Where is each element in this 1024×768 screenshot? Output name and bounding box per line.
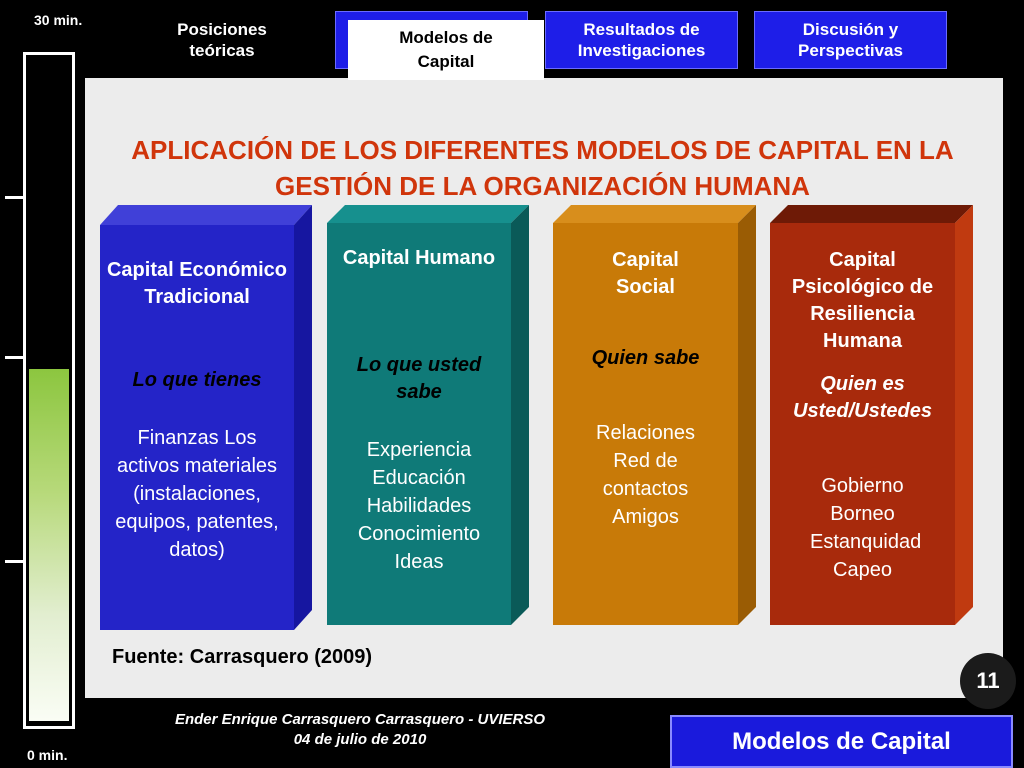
timer-top-label: 30 min. xyxy=(34,12,83,28)
slide-title: APLICACIÓN DE LOS DIFERENTES MODELOS DE … xyxy=(131,135,954,201)
column-motto: Quien sabe xyxy=(591,347,700,369)
timer-tick xyxy=(5,356,25,359)
column-title: Capital Psicológico de Resiliencia Human… xyxy=(791,249,934,352)
tab-discusion-y-perspectivas[interactable]: Discusión y Perspectivas xyxy=(754,11,947,69)
column-capital-social: Capital Social Quien sabe Relaciones Red… xyxy=(553,205,756,625)
tab-resultados-de-investigaciones[interactable]: Resultados de Investigaciones xyxy=(545,11,738,69)
source-citation: Fuente: Carrasquero (2009) xyxy=(112,646,373,668)
column-shape xyxy=(770,205,973,625)
footer-date: 04 de julio de 2010 xyxy=(293,731,427,748)
timer-tick xyxy=(5,560,25,563)
column-motto: Lo que usted sabe xyxy=(356,354,482,403)
column-shape xyxy=(553,205,756,625)
column-items: Relaciones Red de contactos Amigos xyxy=(596,422,695,528)
column-shape xyxy=(327,205,529,625)
column-capital-economico: Capital Económico Tradicional Lo que tie… xyxy=(100,205,312,630)
column-shape xyxy=(100,205,312,630)
timer-bottom-label: 0 min. xyxy=(27,747,68,763)
tab-modelos-de-capital[interactable]: Modelos de Capital xyxy=(348,20,544,80)
column-title: Capital Social xyxy=(612,249,679,298)
tab-label: Resultados de Investigaciones xyxy=(577,20,706,60)
tab-label: Discusión y Perspectivas xyxy=(798,20,903,60)
column-items: Finanzas Los activos materiales (instala… xyxy=(115,427,279,561)
column-items: Experiencia Educación Habilidades Conoci… xyxy=(357,439,481,573)
column-capital-humano: Capital Humano Lo que usted sabe Experie… xyxy=(327,205,529,625)
page-number: 11 xyxy=(960,653,1016,709)
tab-label: Modelos de Capital xyxy=(399,28,493,71)
section-badge[interactable]: Modelos de Capital xyxy=(670,715,1013,768)
column-motto: Lo que tienes xyxy=(132,369,262,391)
tab-posiciones-teoricas[interactable]: Posiciones teóricas xyxy=(160,11,284,69)
tab-label: Posiciones teóricas xyxy=(177,20,267,60)
column-motto: Quien es Usted/Ustedes xyxy=(793,373,932,422)
timer-tick xyxy=(5,196,25,199)
footer-author: Ender Enrique Carrasquero Carrasquero - … xyxy=(174,711,546,728)
column-title: Capital Económico Tradicional xyxy=(106,259,288,308)
timer-progress-fill xyxy=(29,369,69,721)
column-title: Capital Humano xyxy=(342,247,496,269)
footer-credits: Ender Enrique Carrasquero Carrasquero - … xyxy=(115,710,605,750)
column-capital-psicologico: Capital Psicológico de Resiliencia Human… xyxy=(770,205,973,625)
column-items: Gobierno Borneo Estanquidad Capeo xyxy=(810,475,922,581)
